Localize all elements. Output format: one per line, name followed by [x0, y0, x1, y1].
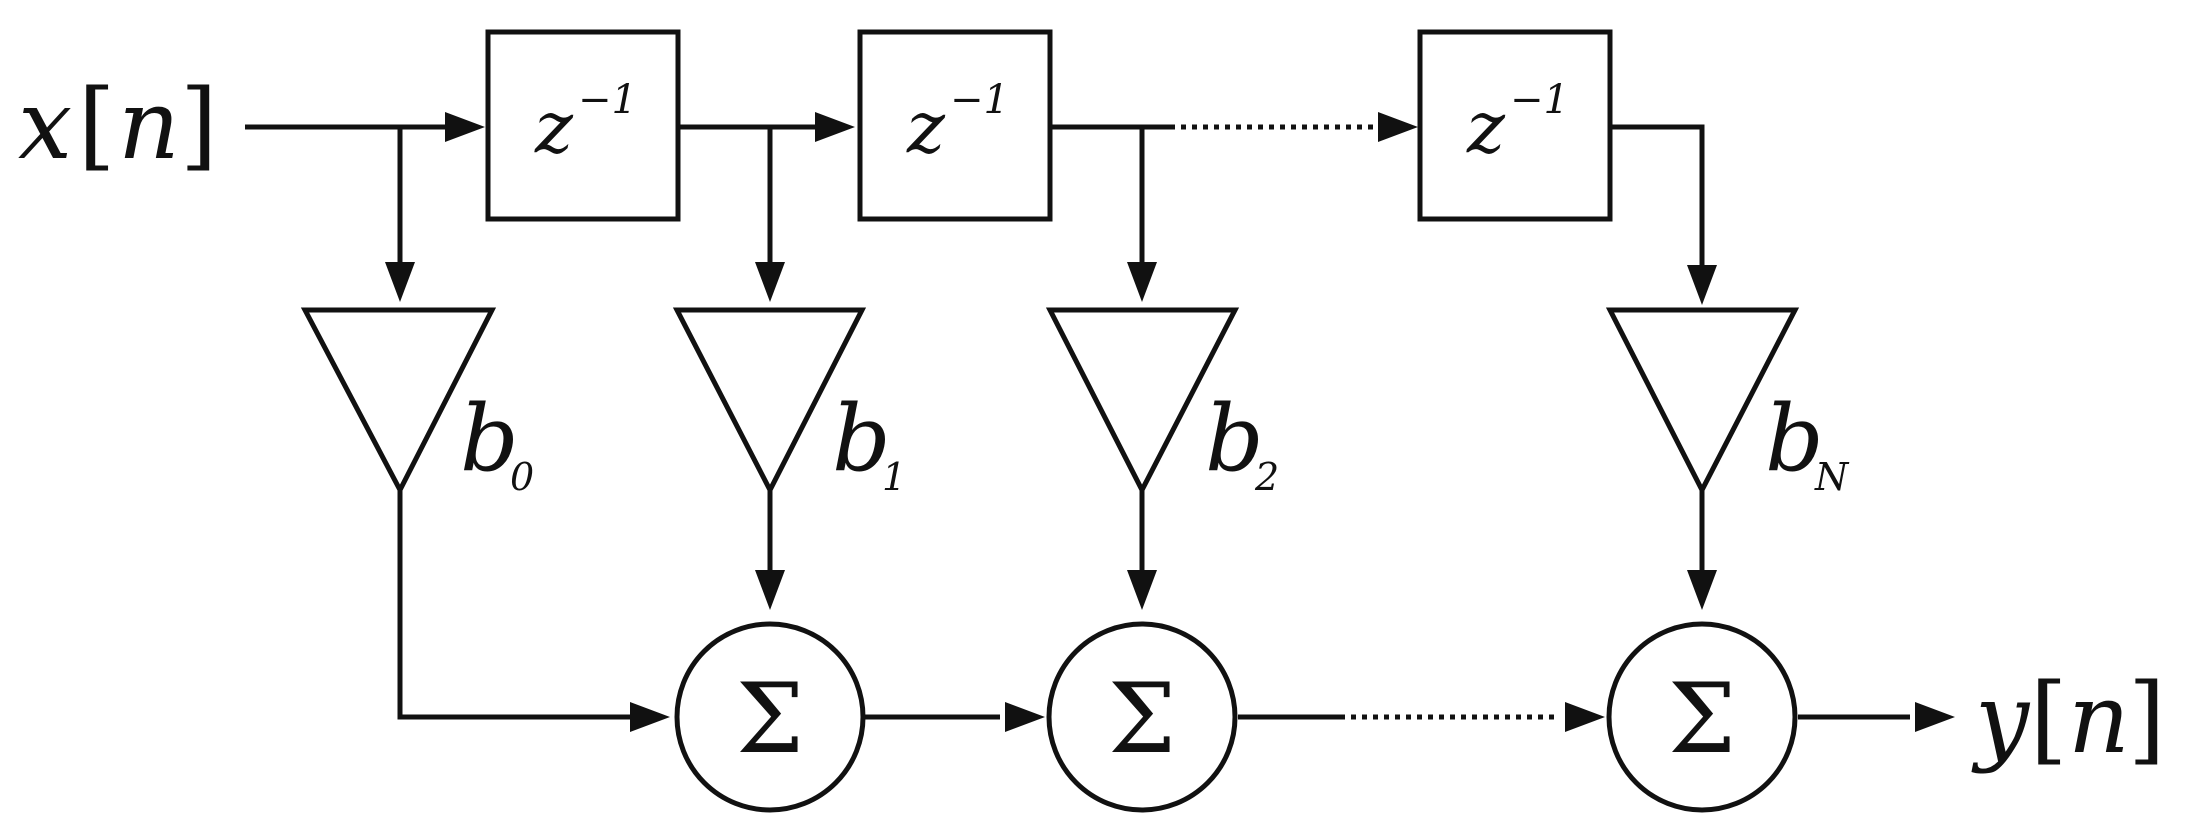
- gain-2-base: b: [1205, 385, 1264, 492]
- gain-n: b N: [1605, 307, 1850, 499]
- gain-n-sub: N: [1814, 455, 1850, 499]
- adder-2: Σ: [1046, 621, 1238, 813]
- gain-n-base: b: [1765, 385, 1824, 492]
- arrowhead-to-gain-2: [1127, 262, 1157, 302]
- gain-1: b 1: [672, 307, 906, 499]
- delay-block-2: z −1: [857, 29, 1053, 222]
- adder-3: Σ: [1606, 621, 1798, 813]
- delay-1-base: z: [534, 85, 574, 169]
- delay-block-3: z −1: [1417, 29, 1613, 222]
- arrowhead-to-delay-1: [445, 112, 485, 142]
- input-close-bracket: ]: [180, 69, 217, 181]
- delay-block-1: z −1: [485, 29, 681, 222]
- gain-1-base: b: [832, 385, 891, 492]
- input-label: x [ n ]: [18, 69, 217, 181]
- delay-1-exponent: −1: [578, 77, 637, 123]
- gain-2: b 2: [1045, 307, 1279, 499]
- arrowhead-to-adder-2-left: [1005, 702, 1045, 732]
- gain-1-sub: 1: [882, 455, 906, 499]
- gain-2-sub: 2: [1254, 455, 1279, 499]
- arrowhead-to-gain-1: [755, 262, 785, 302]
- arrowhead-to-delay-2: [815, 112, 855, 142]
- adder-2-symbol: Σ: [1108, 663, 1176, 775]
- gain-0-sub: 0: [510, 455, 534, 499]
- output-close-bracket: ]: [2128, 663, 2165, 775]
- arrowhead-to-adder-2-top: [1127, 570, 1157, 610]
- delay-2-exponent: −1: [950, 77, 1009, 123]
- delay-3-base: z: [1466, 85, 1506, 169]
- gain-0-base: b: [460, 385, 519, 492]
- arrowhead-to-adder-3-left: [1565, 702, 1605, 732]
- output-label: y [ n ]: [1971, 663, 2165, 775]
- arrowhead-to-adder-1-top: [755, 570, 785, 610]
- arrowhead-to-output: [1915, 702, 1955, 732]
- gain-0-out-line: [397, 490, 630, 720]
- adder-3-symbol: Σ: [1668, 663, 1736, 775]
- output-symbol: y: [1971, 663, 2031, 775]
- arrowhead-to-gain-0: [385, 262, 415, 302]
- adder-1-symbol: Σ: [736, 663, 804, 775]
- arrowhead-to-adder-1-left: [630, 702, 670, 732]
- arrowhead-to-gain-n: [1687, 265, 1717, 305]
- arrowhead-to-adder-3-top: [1687, 570, 1717, 610]
- adder-1: Σ: [674, 621, 866, 813]
- output-index: n: [2068, 663, 2130, 775]
- input-open-bracket: [: [78, 69, 115, 181]
- delay-2-base: z: [906, 85, 946, 169]
- delay-3-exponent: −1: [1510, 77, 1569, 123]
- delay-3-out-line: [1612, 124, 1705, 265]
- output-open-bracket: [: [2030, 663, 2067, 775]
- input-index: n: [118, 69, 180, 181]
- arrowhead-to-delay-3: [1378, 112, 1418, 142]
- input-symbol: x: [18, 69, 72, 181]
- gain-0: b 0: [300, 307, 534, 499]
